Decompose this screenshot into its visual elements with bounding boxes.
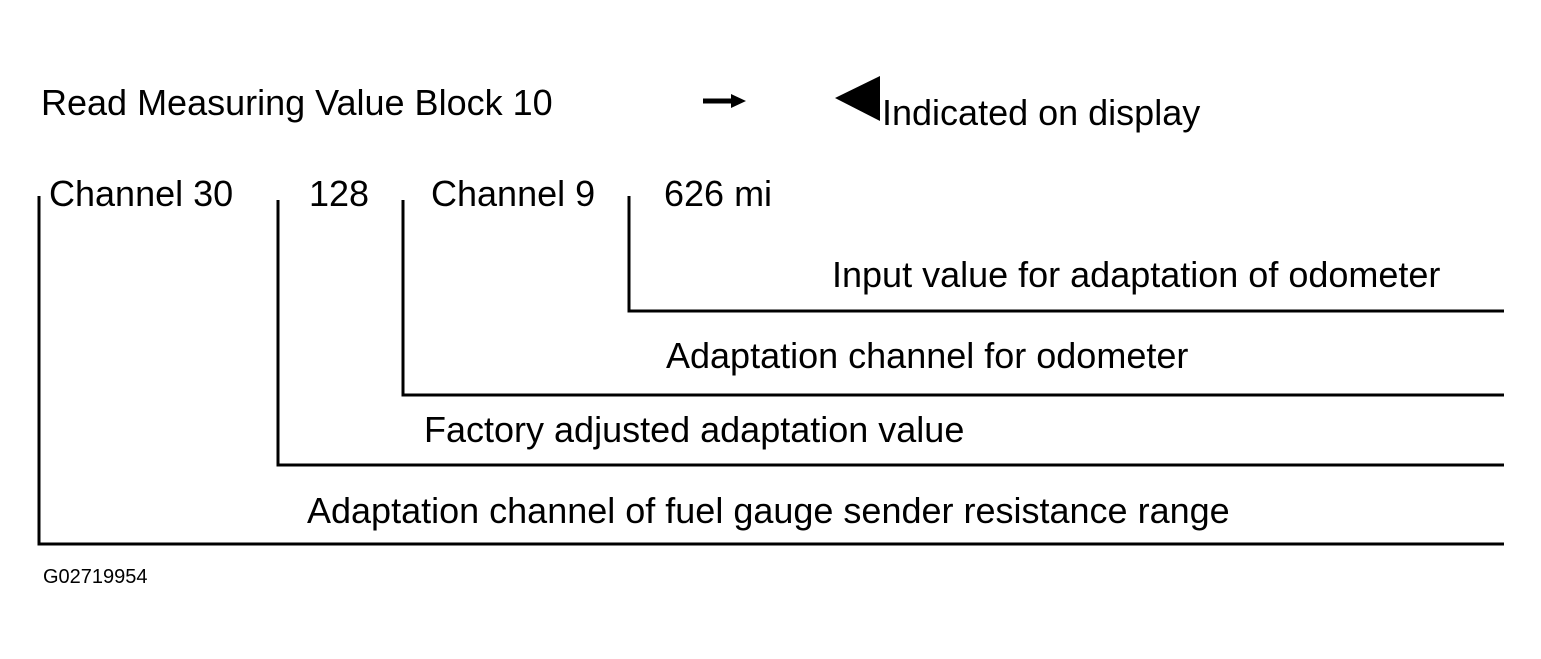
- right-arrow-icon: [703, 94, 746, 108]
- display-field-626-mi: 626 mi: [664, 173, 773, 214]
- display-field-128: 128: [309, 173, 370, 214]
- display-field-channel-30: Channel 30: [49, 173, 234, 214]
- leader-line-channel-9: [401, 200, 1504, 397]
- leader-line-128: [276, 200, 1504, 467]
- callout-fuel-gauge-channel: Adaptation channel of fuel gauge sender …: [307, 490, 1230, 531]
- instruction-text: Read Measuring Value Block 10: [41, 82, 553, 123]
- leader-line-626-mi: [627, 196, 1504, 313]
- figure-id: G02719954: [43, 566, 148, 588]
- callout-factory-value: Factory adjusted adaptation value: [424, 409, 965, 450]
- display-pointer-icon: [835, 76, 880, 121]
- display-label: Indicated on display: [882, 92, 1201, 133]
- callout-odometer-input: Input value for adaptation of odometer: [832, 254, 1441, 295]
- leader-line-channel-30: [37, 196, 1504, 546]
- display-field-channel-9: Channel 9: [431, 173, 596, 214]
- callout-odometer-channel: Adaptation channel for odometer: [666, 335, 1189, 376]
